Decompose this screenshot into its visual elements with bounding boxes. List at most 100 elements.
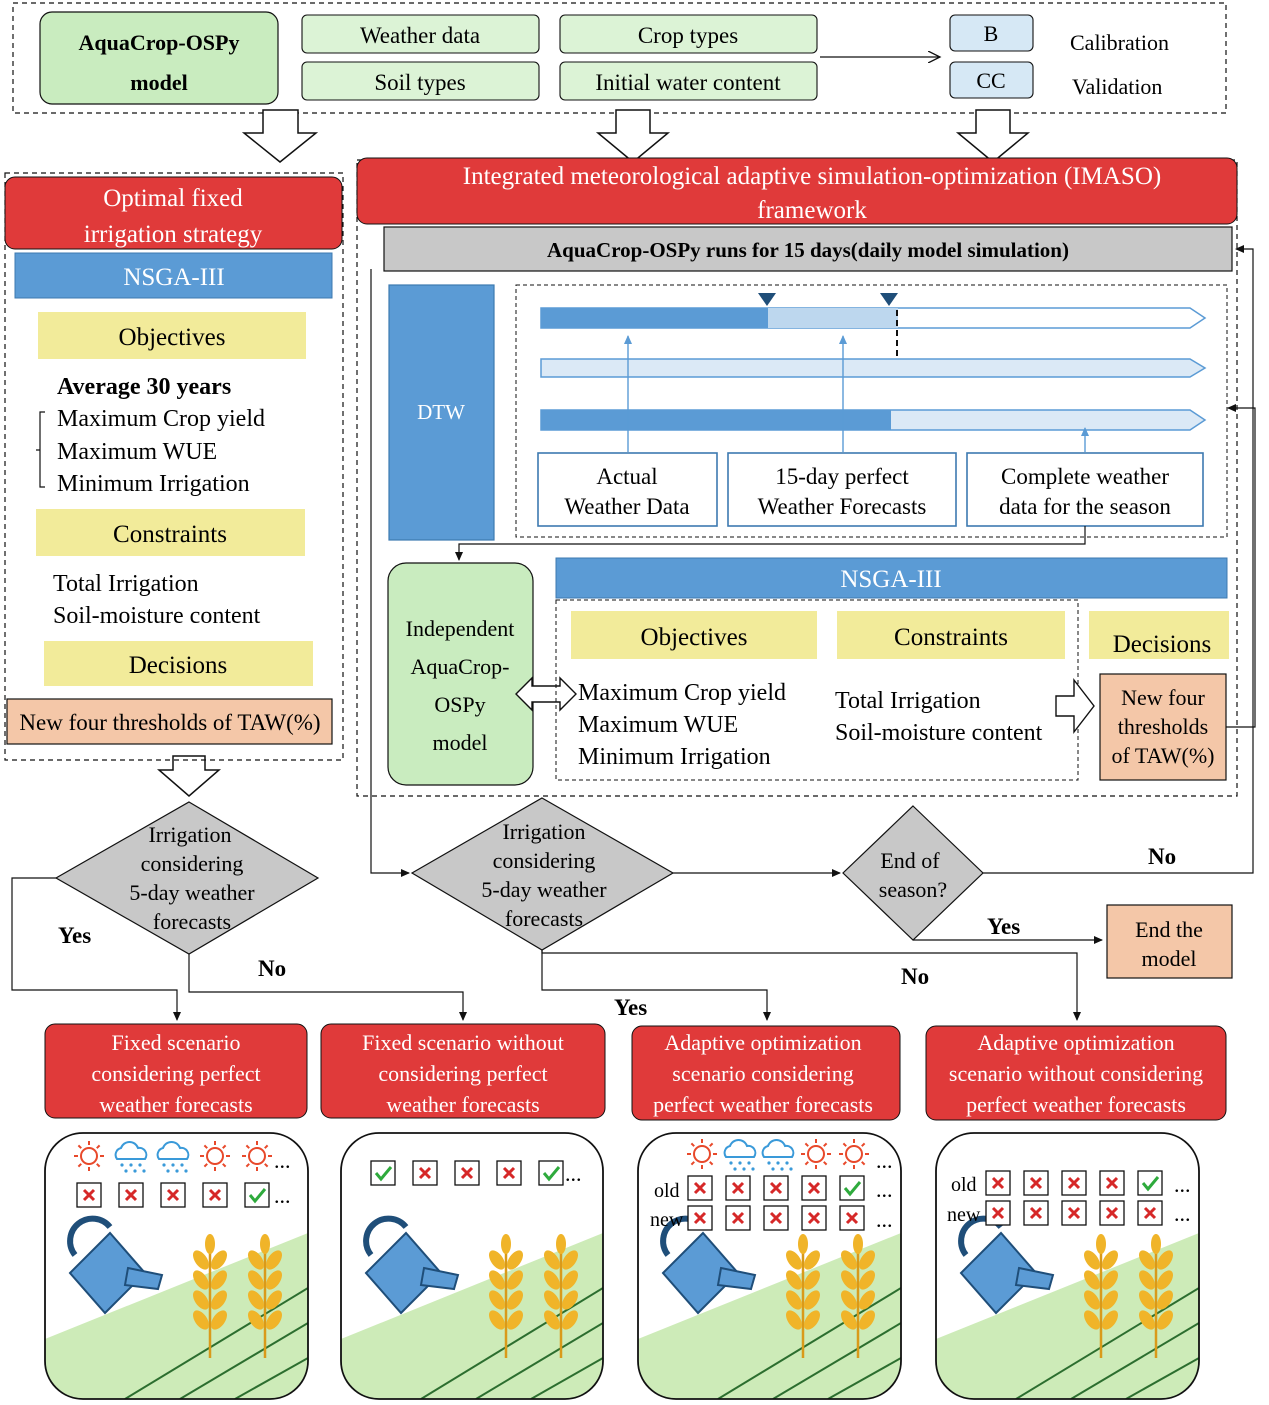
- old-label: old: [951, 1174, 977, 1196]
- runs-15-days-label: AquaCrop-OSPy runs for 15 days(daily mod…: [547, 238, 1069, 262]
- weather-data-box: Weather data: [301, 14, 540, 54]
- imaso-header-line1: Integrated meteorological adaptive simul…: [463, 163, 1161, 190]
- left-obj-irrigation: Minimum Irrigation: [57, 471, 250, 497]
- initial-water-label: Initial water content: [595, 70, 781, 95]
- ellipsis: ...: [876, 1177, 893, 1202]
- cross-box-icon: [763, 1205, 789, 1231]
- scenario-illustrations: ............old...new...old...new...: [44, 1132, 1200, 1400]
- imaso-obj-wue: Maximum WUE: [578, 712, 738, 738]
- left-diamond-line2: considering: [141, 851, 244, 876]
- inputs-block: AquaCrop-OSPy model Weather data Soil ty…: [12, 2, 1227, 114]
- perfect-line2: Weather Forecasts: [758, 494, 927, 519]
- crop-types-box: Crop types: [559, 14, 818, 54]
- mid-diamond-line1: Irrigation: [502, 819, 585, 844]
- ellipsis: ...: [1174, 1201, 1191, 1226]
- cross-box-icon: [687, 1175, 713, 1201]
- scenario-fixed-without: Fixed scenario without considering perfe…: [320, 1023, 606, 1119]
- scenario3-line2: scenario considering: [672, 1061, 853, 1086]
- scenario4-line1: Adaptive optimization: [977, 1030, 1174, 1055]
- left-obj-wue: Maximum WUE: [57, 439, 217, 465]
- sun-icon: [242, 1141, 272, 1171]
- cross-box-icon: [725, 1205, 751, 1231]
- left-header-line2: irrigation strategy: [84, 221, 263, 248]
- soil-types-box: Soil types: [301, 61, 540, 101]
- sun-icon: [687, 1139, 717, 1169]
- cross-box-icon: [1099, 1200, 1125, 1226]
- scenario4-line3: perfect weather forecasts: [966, 1092, 1186, 1117]
- wheat-icon: [248, 1234, 282, 1358]
- season-no-label: No: [1148, 844, 1176, 869]
- cross-box-icon: [985, 1170, 1011, 1196]
- scenario1-line3: weather forecasts: [99, 1092, 252, 1117]
- scenario-fixed-perfect: Fixed scenario considering perfect weath…: [44, 1023, 308, 1119]
- left-header-line1: Optimal fixed: [103, 185, 243, 212]
- ellipsis: ...: [274, 1148, 291, 1173]
- new-label: new: [947, 1204, 981, 1226]
- cross-box-icon: [1023, 1170, 1049, 1196]
- cross-box-icon: [160, 1182, 186, 1208]
- validation-label: Validation: [1072, 74, 1162, 99]
- check-box-icon: [538, 1160, 564, 1186]
- model-label-line2: model: [130, 70, 187, 95]
- left-objectives-label: Objectives: [119, 324, 226, 351]
- scenario-headers: Fixed scenario considering perfect weath…: [44, 1023, 1227, 1121]
- imaso-obj-yield: Maximum Crop yield: [578, 680, 786, 706]
- ellipsis: ...: [565, 1161, 582, 1186]
- scenario-adaptive-without: Adaptive optimization scenario without c…: [925, 1025, 1227, 1121]
- scenario1-line2: considering perfect: [91, 1061, 260, 1086]
- dtw-block: [388, 284, 495, 541]
- wheat-icon: [193, 1234, 227, 1358]
- cross-box-icon: [763, 1175, 789, 1201]
- independent-line4: model: [433, 730, 488, 755]
- mid-no-label: No: [901, 964, 929, 989]
- scenario3-line3: perfect weather forecasts: [653, 1092, 873, 1117]
- imaso-thresholds-line2: thresholds: [1118, 714, 1208, 739]
- complete-line1: Complete weather: [1001, 464, 1169, 489]
- scenario4-line2: scenario without considering: [949, 1061, 1203, 1086]
- left-yes-label: Yes: [58, 923, 91, 948]
- sun-icon: [200, 1141, 230, 1171]
- crop-types-label: Crop types: [638, 23, 738, 48]
- independent-line1: Independent: [406, 616, 515, 641]
- end-season-line2: season?: [879, 877, 947, 902]
- imaso-obj-irrigation: Minimum Irrigation: [578, 744, 771, 770]
- left-nsga-label: NSGA-III: [123, 264, 224, 291]
- dtw-label: DTW: [417, 400, 465, 424]
- imaso-thresholds-line3: of TAW(%): [1112, 743, 1215, 768]
- soil-types-label: Soil types: [374, 70, 465, 95]
- check-box-icon: [370, 1160, 396, 1186]
- left-diamond-line4: forecasts: [153, 909, 231, 934]
- field: [341, 1233, 603, 1399]
- check-box-icon: [244, 1182, 270, 1208]
- left-con-total: Total Irrigation: [53, 571, 199, 597]
- rain-cloud-icon: [156, 1141, 190, 1173]
- left-constraints-label: Constraints: [113, 521, 227, 548]
- actual-line2: Weather Data: [564, 494, 689, 519]
- independent-line3: OSPy: [434, 692, 485, 717]
- weather-timelines: [540, 293, 1207, 452]
- cross-box-icon: [1061, 1170, 1087, 1196]
- optimal-fixed-panel: Optimal fixed irrigation strategy NSGA-I…: [4, 172, 344, 761]
- rain-cloud-icon: [723, 1139, 757, 1171]
- scenario3-line1: Adaptive optimization: [664, 1030, 861, 1055]
- cross-box-icon: [202, 1182, 228, 1208]
- end-model-line1: End the: [1135, 917, 1203, 942]
- to-decisions-arrow: [1055, 677, 1095, 735]
- calibration-label: Calibration: [1070, 30, 1169, 55]
- cross-box-icon: [1137, 1200, 1163, 1226]
- complete-line2: data for the season: [999, 494, 1171, 519]
- decision-flow: Irrigation considering 5-day weather for…: [11, 245, 1254, 1021]
- check-box-icon: [839, 1175, 865, 1201]
- hollow-down-arrows: [156, 109, 1031, 797]
- aquacrop-model-box: AquaCrop-OSPy model: [39, 11, 279, 105]
- ellipsis: ...: [876, 1148, 893, 1173]
- cross-box-icon: [1099, 1170, 1125, 1196]
- new-label: new: [650, 1209, 684, 1231]
- watering-can-icon: [958, 1215, 1055, 1315]
- scenario1-line1: Fixed scenario: [112, 1030, 241, 1055]
- actual-weather-box: Actual Weather Data: [537, 452, 718, 527]
- end-season-line1: End of: [880, 848, 940, 873]
- initial-water-box: Initial water content: [559, 61, 818, 101]
- b-label: B: [984, 21, 999, 46]
